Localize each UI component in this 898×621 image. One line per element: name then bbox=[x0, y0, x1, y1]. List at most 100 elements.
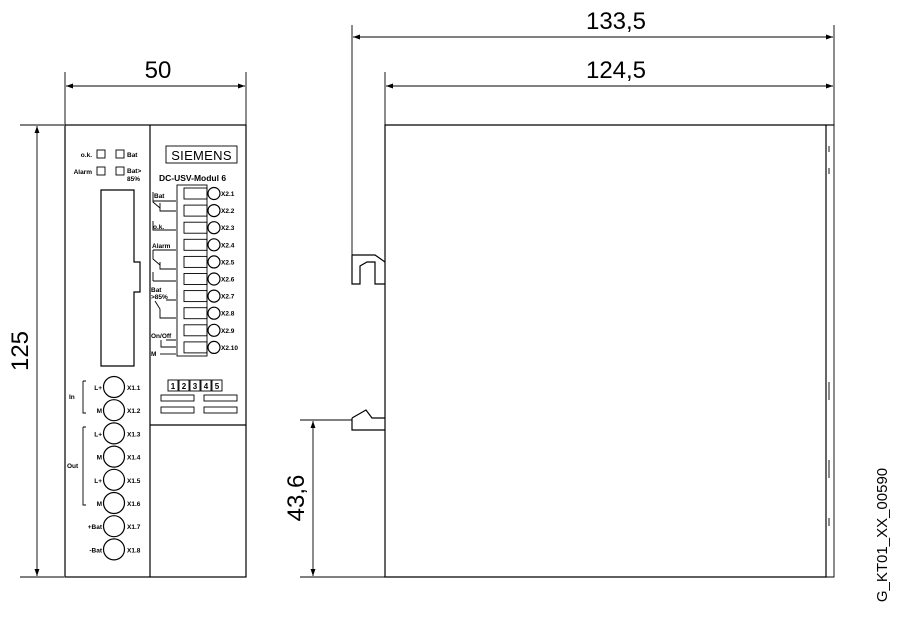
x2-terminal-screw bbox=[207, 238, 221, 252]
x1-terminal-block: X1.1L+X1.2MX1.3L+X1.4MX1.5L+X1.6MX1.7+Ba… bbox=[88, 375, 141, 561]
x2-terminal-label: X2.10 bbox=[221, 345, 238, 352]
dip-switch-cell bbox=[178, 379, 190, 392]
x1-terminal-screw bbox=[102, 515, 126, 538]
x1-terminal-screw bbox=[102, 445, 126, 468]
x2-contact-schematic: Bat o.k. Alarm Bat >85% On/Off M bbox=[151, 192, 176, 358]
x2-terminal-label: X2.5 bbox=[221, 259, 235, 266]
x1-pin-label: M bbox=[97, 455, 102, 462]
dip-bar-left-bottom bbox=[160, 406, 195, 414]
x1-terminal-label: X1.3 bbox=[127, 431, 141, 438]
x2-terminal-label: X2.8 bbox=[221, 311, 235, 318]
dip-switch-cell bbox=[167, 379, 179, 392]
led-label-bat85-a: Bat> bbox=[127, 168, 141, 175]
x2-terminal-slot bbox=[183, 341, 208, 354]
x2-terminal-label: X2.1 bbox=[221, 191, 235, 198]
dip-switch-cell bbox=[189, 379, 201, 392]
x2-terminal-screw bbox=[207, 204, 221, 218]
drawing-reference-code: G_KT01_XX_00590 bbox=[874, 468, 891, 602]
x1-terminal-label: X1.2 bbox=[127, 408, 141, 415]
x2-terminal-label: X2.7 bbox=[221, 294, 235, 301]
x2-terminal-screw bbox=[207, 289, 221, 303]
x2-terminal-screw bbox=[207, 340, 221, 354]
x1-group-brackets: In Out bbox=[67, 380, 86, 506]
x2-terminal-slot bbox=[183, 290, 208, 303]
front-cover-slot bbox=[100, 189, 141, 367]
x2-group-ok: o.k. bbox=[153, 224, 164, 231]
dip-switch-label: 4 bbox=[204, 382, 209, 391]
x1-pin-label: M bbox=[97, 501, 102, 508]
x2-terminal-label: X2.3 bbox=[221, 225, 235, 232]
dimension-label-50: 50 bbox=[145, 57, 172, 84]
led-label-ok: o.k. bbox=[81, 152, 92, 159]
dip-switch-cell bbox=[211, 379, 223, 392]
x2-terminal-screw bbox=[207, 221, 221, 235]
x1-pin-label: -Bat bbox=[89, 547, 102, 554]
dip-switch-label: 1 bbox=[171, 382, 176, 391]
dimension-height: 125 bbox=[7, 124, 64, 578]
led-label-bat85-b: 85% bbox=[127, 176, 140, 183]
x2-terminal-slot bbox=[183, 255, 208, 268]
x2-terminal-label: X2.9 bbox=[221, 328, 235, 335]
x2-group-onoff: On/Off bbox=[151, 333, 172, 340]
x2-terminal-screw bbox=[207, 323, 221, 337]
dip-bar-right-bottom bbox=[203, 406, 238, 414]
x1-terminal-label: X1.6 bbox=[127, 501, 141, 508]
x2-group-alarm: Alarm bbox=[152, 243, 171, 250]
dip-switch-label: 2 bbox=[182, 382, 187, 391]
dimension-rail-height: 43,6 bbox=[283, 419, 385, 578]
led-panel: o.k. Bat Alarm Bat> 85% bbox=[74, 149, 141, 183]
x1-group-in: In bbox=[69, 394, 75, 401]
x1-group-out: Out bbox=[67, 463, 79, 470]
dimension-width-front: 50 bbox=[64, 57, 247, 125]
dip-bar-left-top bbox=[160, 394, 195, 402]
x1-terminal-label: X1.4 bbox=[127, 455, 141, 462]
dimension-label-125: 125 bbox=[7, 331, 34, 371]
x1-terminal-screw bbox=[102, 468, 126, 491]
x2-terminal-screw bbox=[207, 255, 221, 269]
led-bat85 bbox=[115, 166, 125, 176]
x2-terminal-slot bbox=[183, 221, 208, 234]
x2-terminal-label: X2.2 bbox=[221, 208, 235, 215]
x2-frame bbox=[176, 184, 208, 357]
x2-terminal-screw bbox=[207, 272, 221, 286]
x1-pin-label: L+ bbox=[94, 431, 102, 438]
x1-pin-label: L+ bbox=[94, 478, 102, 485]
x2-group-m: M bbox=[151, 351, 156, 358]
x1-terminal-screw bbox=[102, 375, 126, 399]
front-view: 50 125 o.k. Bat Alarm Bat> 85% bbox=[7, 57, 247, 578]
x2-group-bat85-b: >85% bbox=[151, 294, 168, 301]
brand-text: SIEMENS bbox=[171, 148, 232, 163]
brand-logo: SIEMENS bbox=[165, 145, 238, 164]
dip-switch-cell bbox=[200, 379, 212, 392]
x1-pin-label: +Bat bbox=[88, 524, 103, 531]
x1-terminal-label: X1.1 bbox=[127, 385, 141, 392]
led-ok bbox=[96, 149, 106, 159]
x2-terminal-slot bbox=[183, 204, 208, 217]
led-alarm bbox=[96, 166, 106, 176]
x2-terminal-label: X2.4 bbox=[221, 242, 235, 249]
x2-terminal-screw bbox=[207, 306, 221, 320]
side-housing bbox=[351, 124, 835, 578]
x2-terminal-slot bbox=[183, 324, 208, 337]
dimension-label-124-5: 124,5 bbox=[586, 57, 646, 84]
led-label-bat: Bat bbox=[127, 152, 138, 159]
x2-terminal-screw bbox=[207, 186, 221, 201]
x1-terminal-label: X1.7 bbox=[127, 524, 141, 531]
model-label: DC-USV-Modul 6 bbox=[159, 173, 226, 183]
dip-bar-right-top bbox=[203, 394, 238, 402]
x1-pin-label: M bbox=[97, 408, 102, 415]
x2-terminal-slot bbox=[183, 238, 208, 251]
dimension-depth-body: 124,5 bbox=[384, 57, 833, 125]
x1-terminal-label: X1.5 bbox=[127, 478, 141, 485]
x1-terminal-label: X1.8 bbox=[127, 547, 141, 554]
dip-switch-label: 5 bbox=[215, 382, 220, 391]
dip-switch-label: 3 bbox=[193, 382, 198, 391]
x1-terminal-screw bbox=[102, 538, 126, 561]
x1-pin-label: L+ bbox=[94, 385, 102, 392]
dimension-depth-total: 133,5 bbox=[351, 8, 835, 255]
dimension-label-133-5: 133,5 bbox=[586, 8, 646, 35]
front-housing bbox=[64, 124, 247, 578]
dimension-label-43-6: 43,6 bbox=[283, 475, 310, 522]
